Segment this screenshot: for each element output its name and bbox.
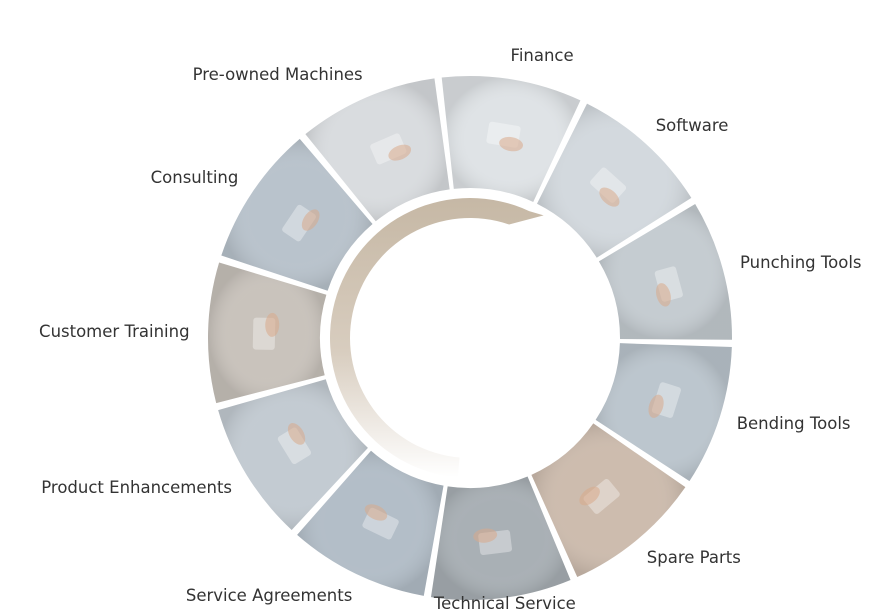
segment-service-agreements-shade: [297, 450, 444, 596]
spare-parts-box-photo-icon: [579, 478, 620, 514]
calculator-photo-icon: [486, 121, 523, 152]
segment-bending-tools-shade: [595, 343, 732, 482]
label-bending-tools[interactable]: Bending Tools: [736, 414, 851, 434]
handshake-photo-icon: [362, 504, 399, 540]
progress-arc: [330, 198, 544, 478]
label-technical-service[interactable]: Technical Service: [433, 594, 576, 613]
label-customer-training[interactable]: Customer Training: [39, 322, 190, 342]
segment-spare-parts-shade: [531, 423, 686, 578]
touchscreen-photo-icon: [277, 423, 312, 465]
segment-punching-tools[interactable]: [598, 204, 733, 340]
segment-customer-training[interactable]: [207, 262, 327, 404]
segment-punching-tools-shade: [598, 204, 733, 340]
training-photo-icon: [252, 312, 280, 350]
segment-software-shade: [536, 103, 692, 258]
segment-technical-service[interactable]: [430, 476, 571, 600]
label-finance[interactable]: Finance: [510, 45, 574, 65]
laptop-photo-icon: [590, 167, 627, 207]
segment-spare-parts[interactable]: [531, 423, 686, 578]
consulting-photo-icon: [282, 204, 320, 242]
punch-tool-photo-icon: [654, 266, 683, 307]
segment-group: [207, 75, 733, 600]
segment-pre-owned-machines[interactable]: [305, 78, 450, 222]
label-spare-parts[interactable]: Spare Parts: [646, 547, 741, 567]
label-product-enhancements[interactable]: Product Enhancements: [41, 477, 233, 497]
bending-tool-photo-icon: [648, 382, 681, 418]
machine-label-photo-icon: [370, 133, 412, 165]
segment-pre-owned-machines-shade: [305, 78, 450, 222]
segment-consulting[interactable]: [221, 138, 373, 291]
segment-technical-service-shade: [430, 476, 571, 600]
measuring-device-photo-icon: [473, 528, 512, 555]
label-punching-tools[interactable]: Punching Tools: [740, 253, 862, 273]
label-software[interactable]: Software: [655, 115, 729, 135]
segment-product-enhancements[interactable]: [218, 379, 368, 530]
segment-service-agreements[interactable]: [297, 450, 444, 596]
segment-product-enhancements-shade: [218, 379, 368, 530]
segment-software[interactable]: [536, 103, 692, 258]
segment-bending-tools[interactable]: [595, 343, 732, 482]
label-service-agreements[interactable]: Service Agreements: [185, 585, 353, 605]
label-consulting[interactable]: Consulting: [150, 168, 239, 188]
segment-finance[interactable]: [441, 75, 581, 202]
segment-consulting-shade: [221, 138, 373, 291]
label-pre-owned-machines[interactable]: Pre-owned Machines: [192, 65, 363, 85]
